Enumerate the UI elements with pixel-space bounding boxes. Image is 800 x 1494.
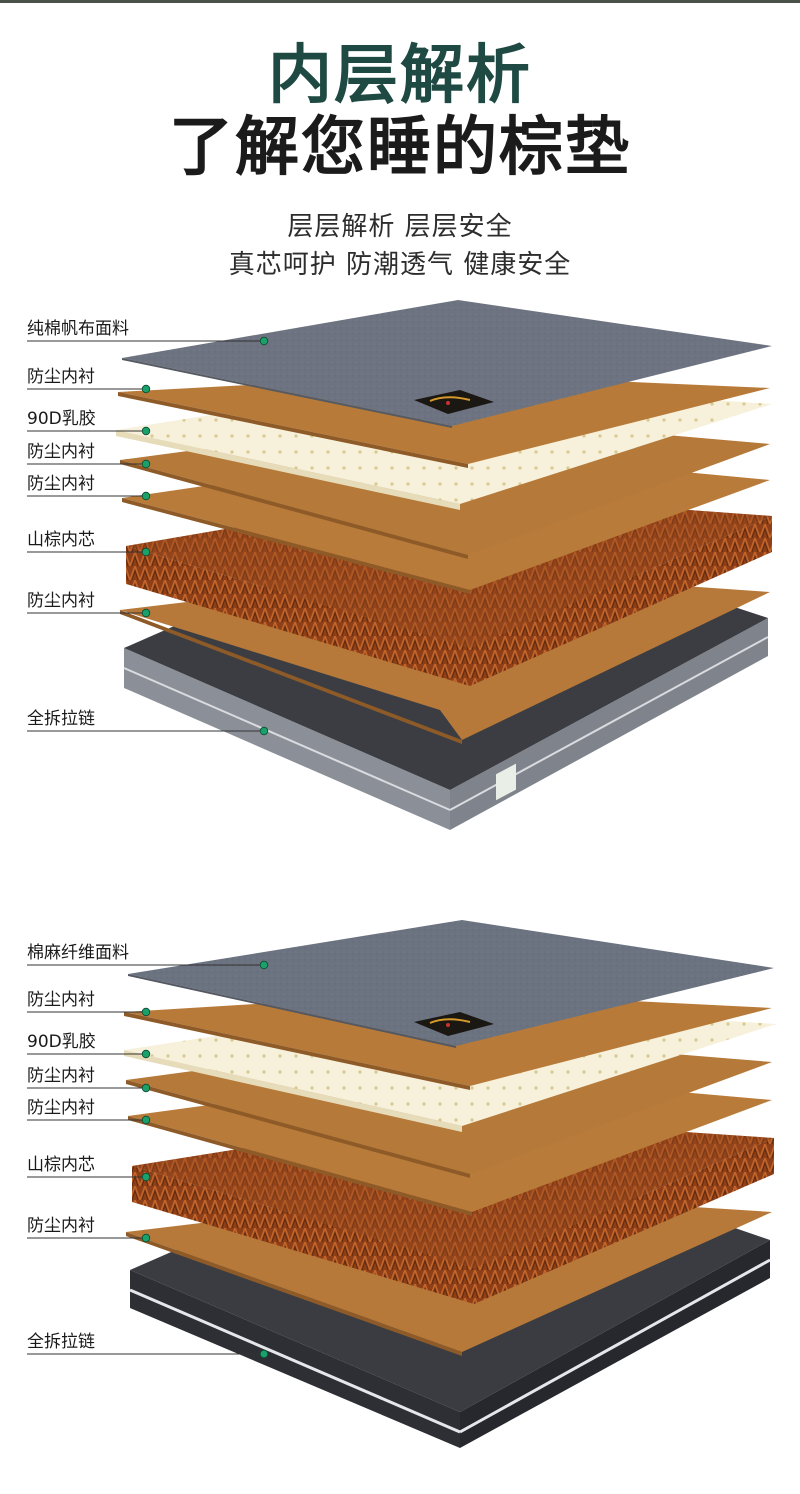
page-title: 内层解析 [0,36,800,116]
label-zipper: 全拆拉链 [27,708,95,730]
mattress-layers-diagram-1: 纯棉帆布面料 防尘内衬 90D乳胶 防尘内衬 防尘内衬 山棕内芯 防尘内衬 全拆… [0,300,800,860]
label-dust-liner: 防尘内衬 [27,473,95,495]
label-dust-liner: 防尘内衬 [27,1215,95,1237]
label-dust-liner: 防尘内衬 [27,441,95,463]
label-dust-liner: 防尘内衬 [27,989,95,1011]
mattress-layers-diagram-2: 棉麻纤维面料 防尘内衬 90D乳胶 防尘内衬 防尘内衬 山棕内芯 防尘内衬 全拆… [0,920,800,1480]
label-latex: 90D乳胶 [27,408,96,430]
mattress-illustration-1 [0,300,800,860]
label-dust-liner: 防尘内衬 [27,1065,95,1087]
label-latex: 90D乳胶 [27,1031,96,1053]
label-zipper: 全拆拉链 [27,1331,95,1353]
tagline-1: 层层解析 层层安全 [0,206,800,243]
label-palm-core: 山棕内芯 [27,1154,95,1176]
label-dust-liner: 防尘内衬 [27,366,95,388]
label-dust-liner: 防尘内衬 [27,590,95,612]
page-subtitle: 了解您睡的棕垫 [0,108,800,188]
top-divider [0,0,800,3]
label-palm-core: 山棕内芯 [27,529,95,551]
label-fabric: 棉麻纤维面料 [27,942,129,964]
label-dust-liner: 防尘内衬 [27,1097,95,1119]
tagline-2: 真芯呵护 防潮透气 健康安全 [0,244,800,281]
label-fabric: 纯棉帆布面料 [27,318,129,340]
mattress-illustration-2 [0,920,800,1494]
